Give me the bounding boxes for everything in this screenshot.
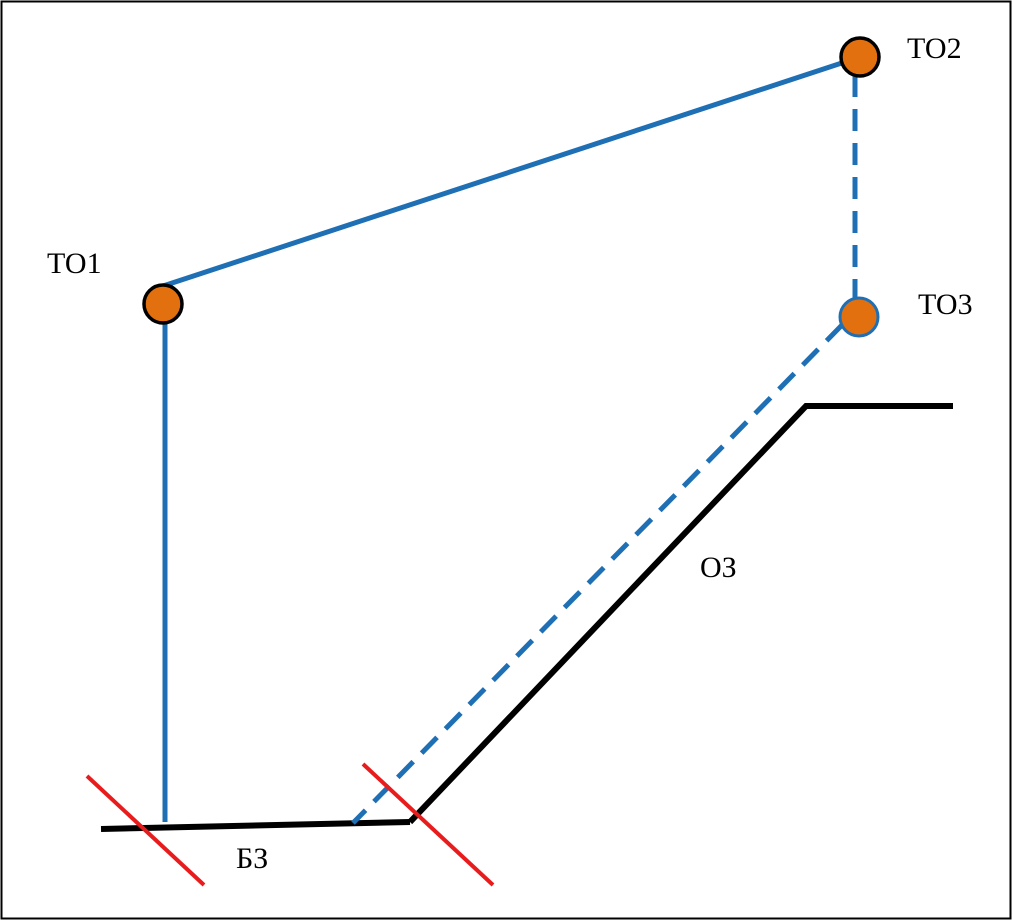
label-to1: ТО1 (47, 247, 102, 280)
label-to2: ТО2 (907, 32, 962, 65)
label-bz: БЗ (236, 842, 268, 875)
line-to1-to2 (162, 54, 861, 289)
label-to3: ТО3 (918, 288, 973, 321)
dashed-line-to3-base (351, 323, 844, 825)
point-to3 (838, 296, 880, 338)
point-to1 (142, 283, 184, 325)
terrain-slope-line (407, 403, 953, 825)
cut-mark-right (361, 762, 495, 887)
point-to2 (839, 36, 881, 78)
terrain-base-line (100, 819, 411, 832)
label-oz: ОЗ (700, 551, 737, 584)
cut-mark-left (85, 774, 206, 887)
